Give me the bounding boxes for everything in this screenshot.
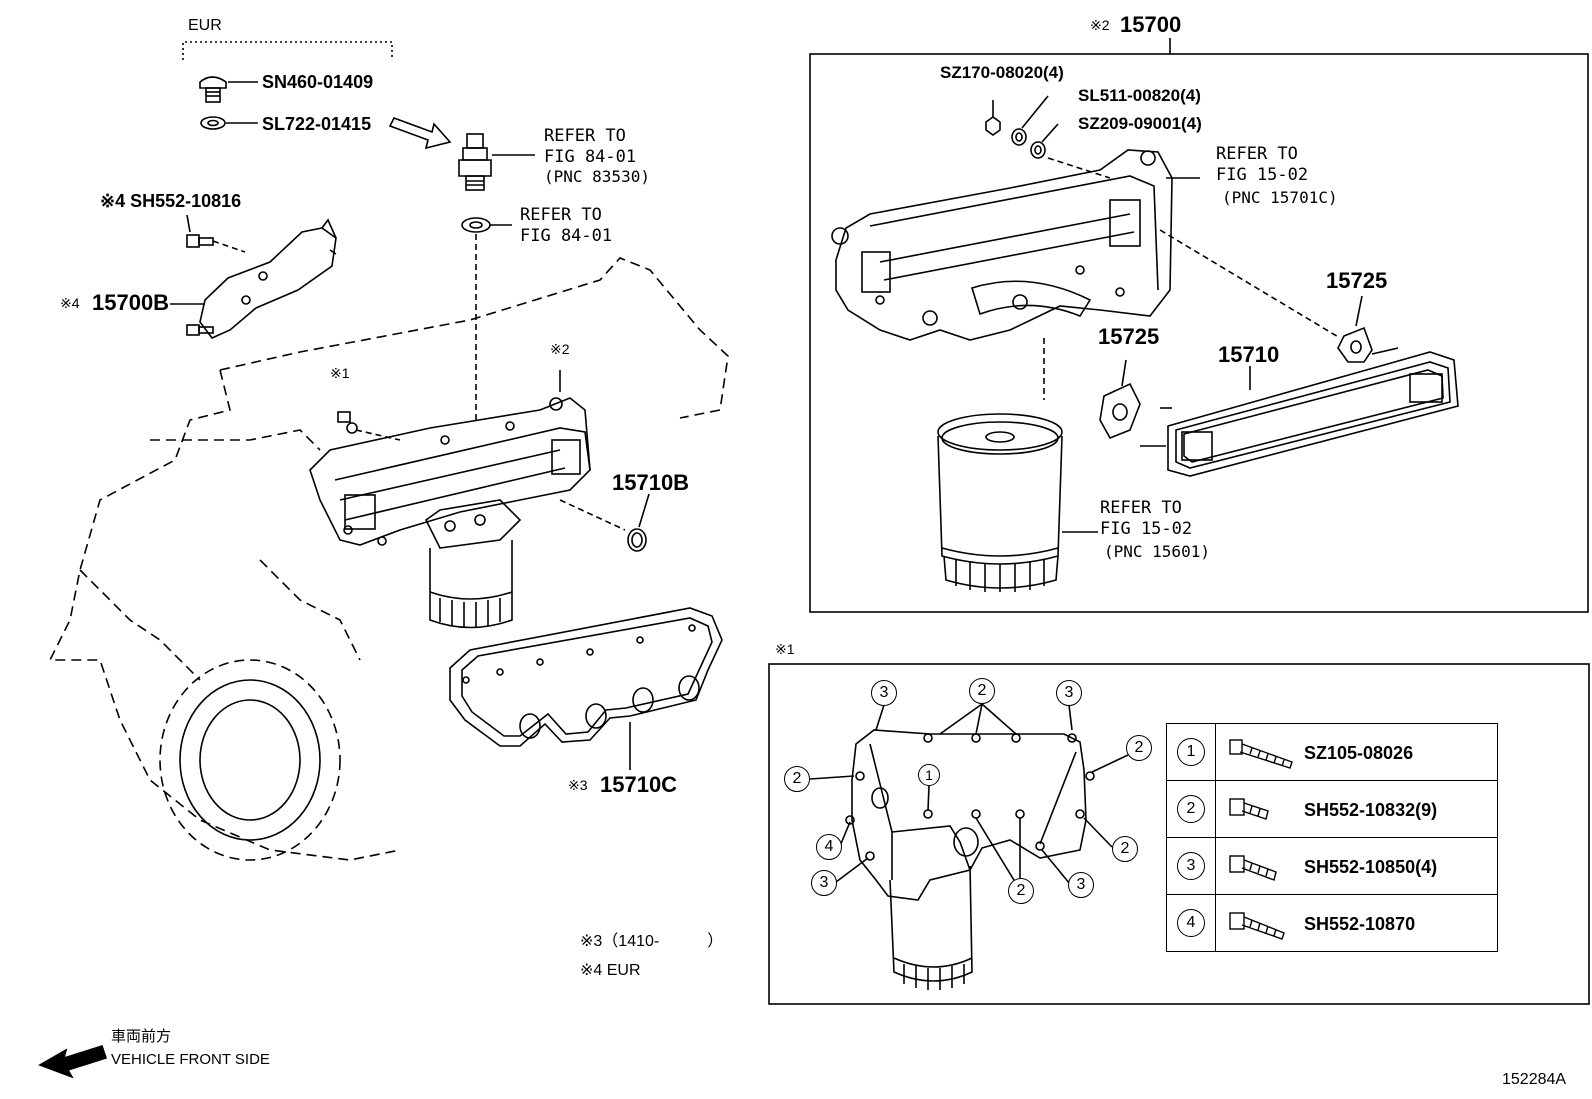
legend-row[interactable]: 4 SH552-10870 [1166, 894, 1498, 952]
figure-id: 152284A [1502, 1071, 1567, 1088]
part-o-ring-15710b[interactable]: 15710B [612, 470, 690, 495]
housing-refer-line1: REFER TO [1216, 144, 1298, 164]
legend-number: 1 [1177, 738, 1205, 766]
filter-refer-line3: (PNC 15601) [1104, 542, 1210, 561]
gasket-ring-icon [200, 116, 258, 130]
part-gasket[interactable]: SL722-01415 [262, 114, 372, 134]
callout-1-center: 1 [918, 764, 940, 786]
cooler-housing-icon [831, 149, 1200, 341]
callout-2-left: 2 [784, 766, 810, 792]
part-cooler-element-15710[interactable]: 15710 [1218, 342, 1280, 367]
mark-2-assembly: ※2 [550, 341, 570, 357]
inset-housing-outline [845, 729, 1095, 901]
bracket-bolt-icon [186, 214, 246, 336]
legend-row[interactable]: 2 SH552-10832(9) [1166, 780, 1498, 838]
short-bolt-icon [1229, 798, 1269, 820]
longer-bolt-icon [1229, 912, 1285, 940]
part-washer-2[interactable]: SZ209-09001(4) [1078, 114, 1202, 133]
vehicle-front-arrow-icon [38, 1045, 108, 1079]
mark-1-bolt: ※1 [330, 365, 350, 381]
medium-bolt-icon [1229, 855, 1277, 881]
legend-number: 3 [1177, 852, 1205, 880]
part-nut[interactable]: SZ170-08020(4) [940, 63, 1064, 82]
bracket-15700b-icon [170, 218, 337, 339]
callout-3-bottom-right: 3 [1068, 872, 1094, 898]
seal-refer-line1: REFER TO [520, 205, 602, 225]
part-washer[interactable]: SL511-00820(4) [1078, 86, 1201, 105]
housing-refer-line2[interactable]: FIG 15-02 [1216, 165, 1309, 185]
inset-leader-lines [809, 703, 1129, 891]
housing-refer-line3: (PNC 15701C) [1222, 188, 1338, 207]
switch-refer-line3: (PNC 83530) [544, 167, 650, 186]
vehicle-front-jp-label: 車両前方 [111, 1028, 172, 1045]
switch-refer-line1: REFER TO [544, 126, 626, 146]
legend-number: 4 [1177, 909, 1205, 937]
cooler-gasket-15725-right-icon [1159, 229, 1373, 363]
legend-part-code: SH552-10870 [1304, 914, 1416, 934]
eur-group-bracket [182, 41, 393, 60]
legend-row[interactable]: 3 SH552-10850(4) [1166, 837, 1498, 895]
part-cooler-gasket-15725-left[interactable]: 15725 [1098, 324, 1160, 349]
cooler-gasket-15725-left-icon [1099, 359, 1141, 440]
bolt-location-inset-box [768, 663, 1590, 1005]
bolt-legend-table: 1 SZ105-08026 2 SH552-10832(9) 3 SH552-1… [1166, 723, 1498, 952]
cooler-assy-mark: ※2 [1090, 17, 1110, 33]
cooler-element-15710-icon [1140, 347, 1459, 477]
callout-2-right-lower: 2 [1112, 836, 1138, 862]
nut-washer-icons [985, 95, 1111, 179]
note-3-date-range: ※3（1410- ） [580, 933, 724, 950]
callout-3-top-right: 3 [1056, 680, 1082, 706]
legend-part-code: SH552-10850(4) [1304, 857, 1438, 877]
part-cooler-gasket-15725-right[interactable]: 15725 [1326, 268, 1388, 293]
inset-mark: ※1 [775, 641, 795, 657]
oil-cooler-assembly-icon [309, 370, 591, 549]
oil-pressure-switch-icon [458, 133, 535, 191]
legend-number: 2 [1177, 795, 1205, 823]
legend-part-code: SH552-10832(9) [1304, 800, 1438, 820]
part-bracket-15700b[interactable]: 15700B [92, 290, 170, 315]
gasket-15710c-icon [449, 607, 723, 770]
cooler-exploded-box [809, 38, 1589, 613]
eur-direction-arrow [388, 117, 452, 150]
part-cooler-assy-15700[interactable]: 15700 [1120, 12, 1182, 37]
legend-row[interactable]: 1 SZ105-08026 [1166, 723, 1498, 781]
legend-part-code: SZ105-08026 [1304, 743, 1414, 763]
callout-3-bottom-left: 3 [811, 870, 837, 896]
long-bolt-icon [1229, 739, 1293, 769]
filter-refer-line2[interactable]: FIG 15-02 [1100, 519, 1193, 539]
eur-group-label: EUR [188, 17, 222, 34]
switch-refer-line2[interactable]: FIG 84-01 [544, 147, 637, 167]
part-bolt-sh552-10816[interactable]: ※4 SH552-10816 [100, 191, 242, 211]
drain-plug-icon [199, 76, 258, 103]
callout-2-bottom: 2 [1008, 878, 1034, 904]
callout-4-left: 4 [816, 834, 842, 860]
vehicle-front-en-label: VEHICLE FRONT SIDE [111, 1051, 270, 1068]
filter-on-engine-icon [429, 540, 513, 629]
engine-pulley [159, 659, 341, 861]
part-drain-plug[interactable]: SN460-01409 [262, 72, 374, 92]
filter-refer-line1: REFER TO [1100, 498, 1182, 518]
callout-3-top-left: 3 [871, 680, 897, 706]
callout-2-right-upper: 2 [1126, 735, 1152, 761]
oil-filter-icon [937, 338, 1098, 592]
seal-refer-line2[interactable]: FIG 84-01 [520, 226, 613, 246]
part-gasket-15710c[interactable]: 15710C [600, 772, 678, 797]
switch-seal-icon [461, 217, 512, 420]
gasket-c-mark: ※3 [568, 777, 588, 793]
inset-filter-outline [889, 865, 973, 990]
engine-outline [48, 257, 729, 861]
bracket-mark: ※4 [60, 295, 80, 311]
o-ring-15710b-icon [559, 493, 650, 552]
callout-2-top: 2 [969, 678, 995, 704]
note-4-eur: ※4 EUR [580, 962, 641, 979]
